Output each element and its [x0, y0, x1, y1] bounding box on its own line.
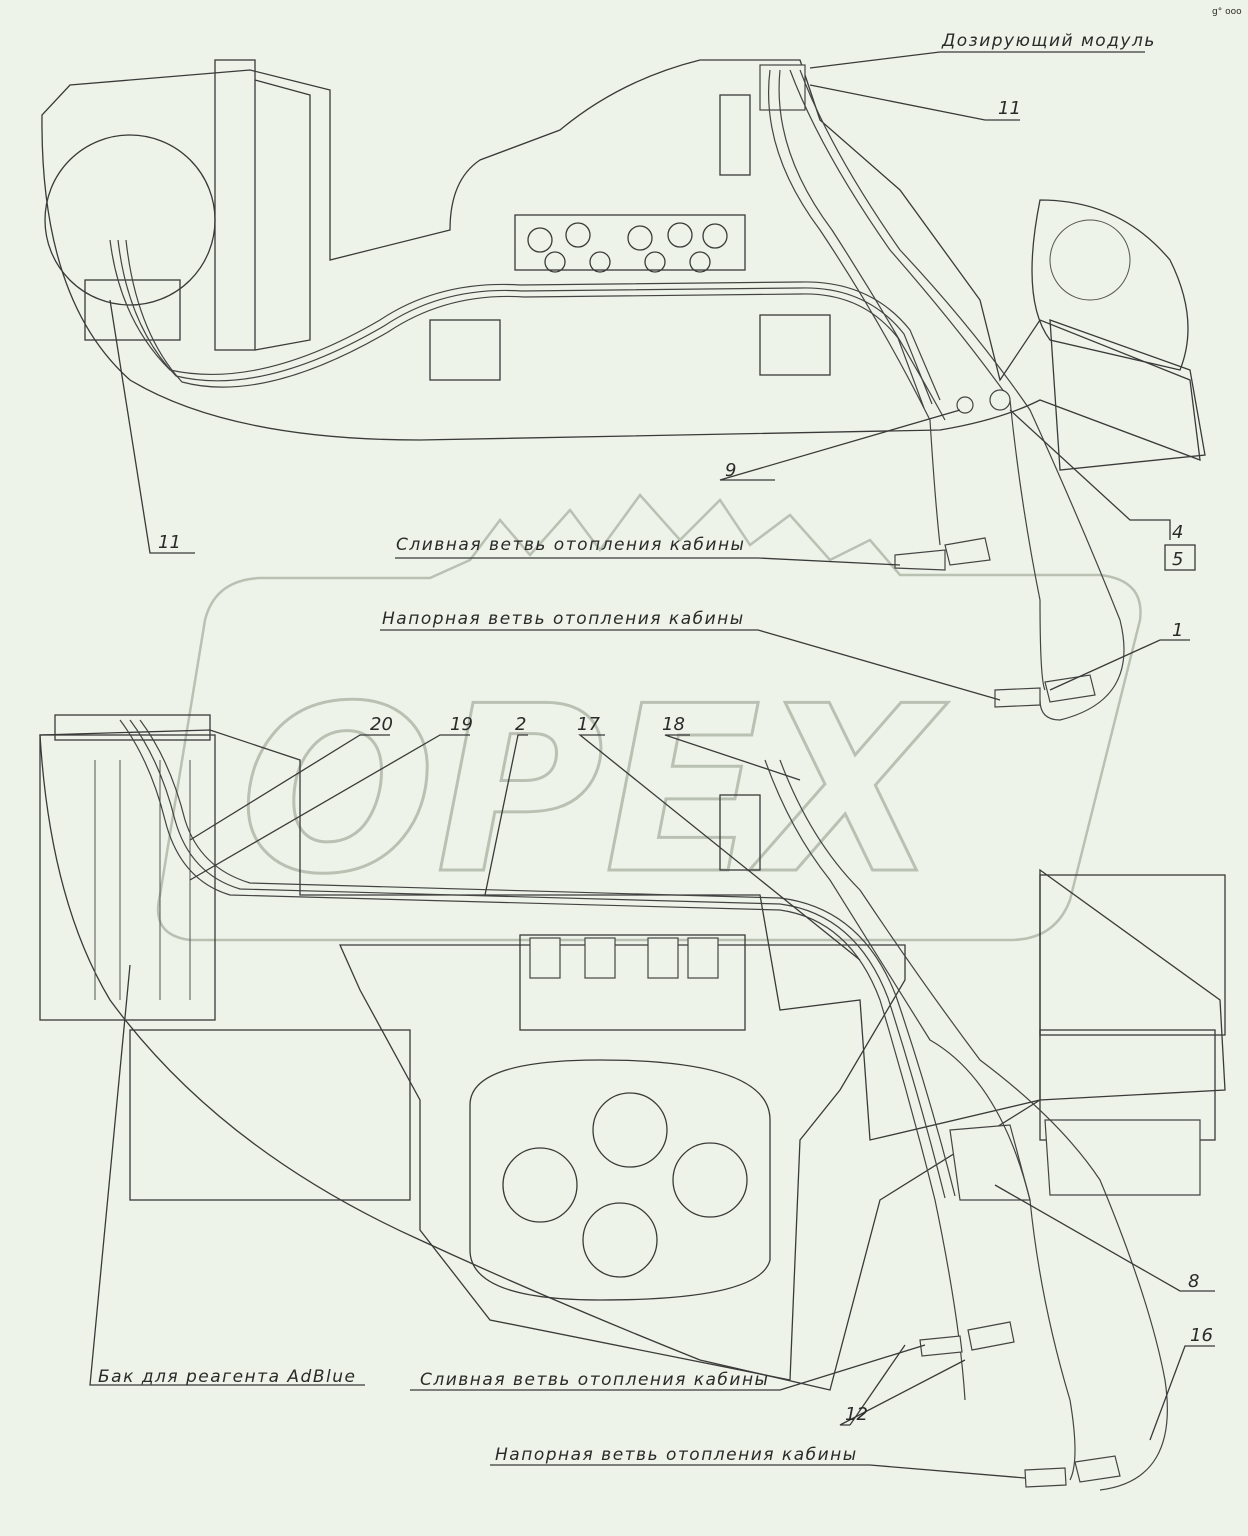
- top-drain-hose-end: [944, 537, 991, 566]
- callout-19: 19: [450, 714, 473, 735]
- top-injectors: [527, 222, 728, 273]
- top-bracket: [254, 79, 311, 351]
- bottom-pressure-hose-end: [1074, 1455, 1121, 1483]
- adblue-tank: [39, 734, 216, 1021]
- engine-injector-rail: [519, 934, 746, 1031]
- text-labels: Дозирующий модуль Сливная ветвь отоплени…: [98, 7, 1242, 1465]
- engine-injectors: [529, 937, 719, 979]
- bottom-view: [39, 714, 1226, 1491]
- callout-11-left: 11: [158, 532, 181, 553]
- top-pressure-fitting: [994, 687, 1041, 708]
- engine-block: [338, 944, 906, 1381]
- top-frame-rail: [214, 59, 256, 351]
- bottom-pressure-fitting: [1024, 1467, 1067, 1488]
- top-view-outline: [41, 59, 1201, 461]
- callout-20: 20: [370, 714, 393, 735]
- top-pressure-hose-end: [1044, 674, 1096, 703]
- bottom-drain-hose-end: [967, 1321, 1015, 1351]
- callout-16: 16: [1190, 1325, 1213, 1346]
- callout-17: 17: [577, 714, 600, 735]
- pump-cover-upper: [1039, 874, 1226, 1036]
- callout-5: 5: [1172, 549, 1183, 570]
- tank-bracket-box: [129, 1029, 411, 1201]
- top-mount-right: [759, 314, 831, 376]
- top-drain-fitting: [894, 549, 946, 571]
- watermark-opex: OPEX: [156, 493, 1142, 942]
- top-connector-9: [956, 396, 974, 414]
- top-connector-4: [989, 389, 1011, 411]
- callout-2: 2: [515, 714, 526, 735]
- callout-11-top: 11: [998, 98, 1021, 119]
- top-tank-sensor: [84, 279, 181, 341]
- top-mount-left: [429, 319, 501, 381]
- pump-valve-8: [949, 1124, 1031, 1201]
- label-dosing-module: Дозирующий модуль: [941, 31, 1156, 51]
- label-pressure-top: Напорная ветвь отопления кабины: [382, 609, 745, 629]
- cylinder-bores: [502, 1092, 748, 1278]
- dosing-module: [759, 64, 806, 111]
- bottom-hose-bundle: [119, 719, 1168, 1491]
- tank-top-flange: [54, 714, 211, 741]
- callout-1: 1: [1172, 620, 1183, 641]
- pump-unit: [1044, 1119, 1201, 1196]
- top-exhaust-pipe: [1049, 219, 1131, 301]
- bottom-drain-fitting: [919, 1335, 963, 1357]
- watermark-text: OPEX: [240, 658, 948, 925]
- top-heat-shield: [1049, 319, 1206, 471]
- bottom-dosing-bracket: [719, 794, 761, 871]
- leader-lines: [89, 51, 1215, 1479]
- flywheel-housing: [469, 1059, 771, 1301]
- top-view: [41, 59, 1206, 721]
- corner-mark: g° ooo: [1212, 7, 1242, 17]
- top-dosing-bracket: [719, 94, 751, 176]
- bottom-view-outline: [39, 729, 1226, 1391]
- callout-4: 4: [1172, 522, 1183, 543]
- callout-9: 9: [725, 460, 736, 481]
- callout-8: 8: [1188, 1271, 1199, 1292]
- label-drain-bottom: Сливная ветвь отопления кабины: [420, 1370, 769, 1390]
- label-adblue-tank: Бак для реагента AdBlue: [98, 1367, 356, 1387]
- top-exhaust: [1031, 199, 1189, 371]
- callout-5-box: [1164, 544, 1196, 571]
- label-pressure-bottom: Напорная ветвь отопления кабины: [495, 1445, 858, 1465]
- label-drain-top: Сливная ветвь отопления кабины: [396, 535, 745, 555]
- top-engine-head: [514, 214, 746, 271]
- callout-12: 12: [845, 1404, 868, 1425]
- callout-18: 18: [662, 714, 685, 735]
